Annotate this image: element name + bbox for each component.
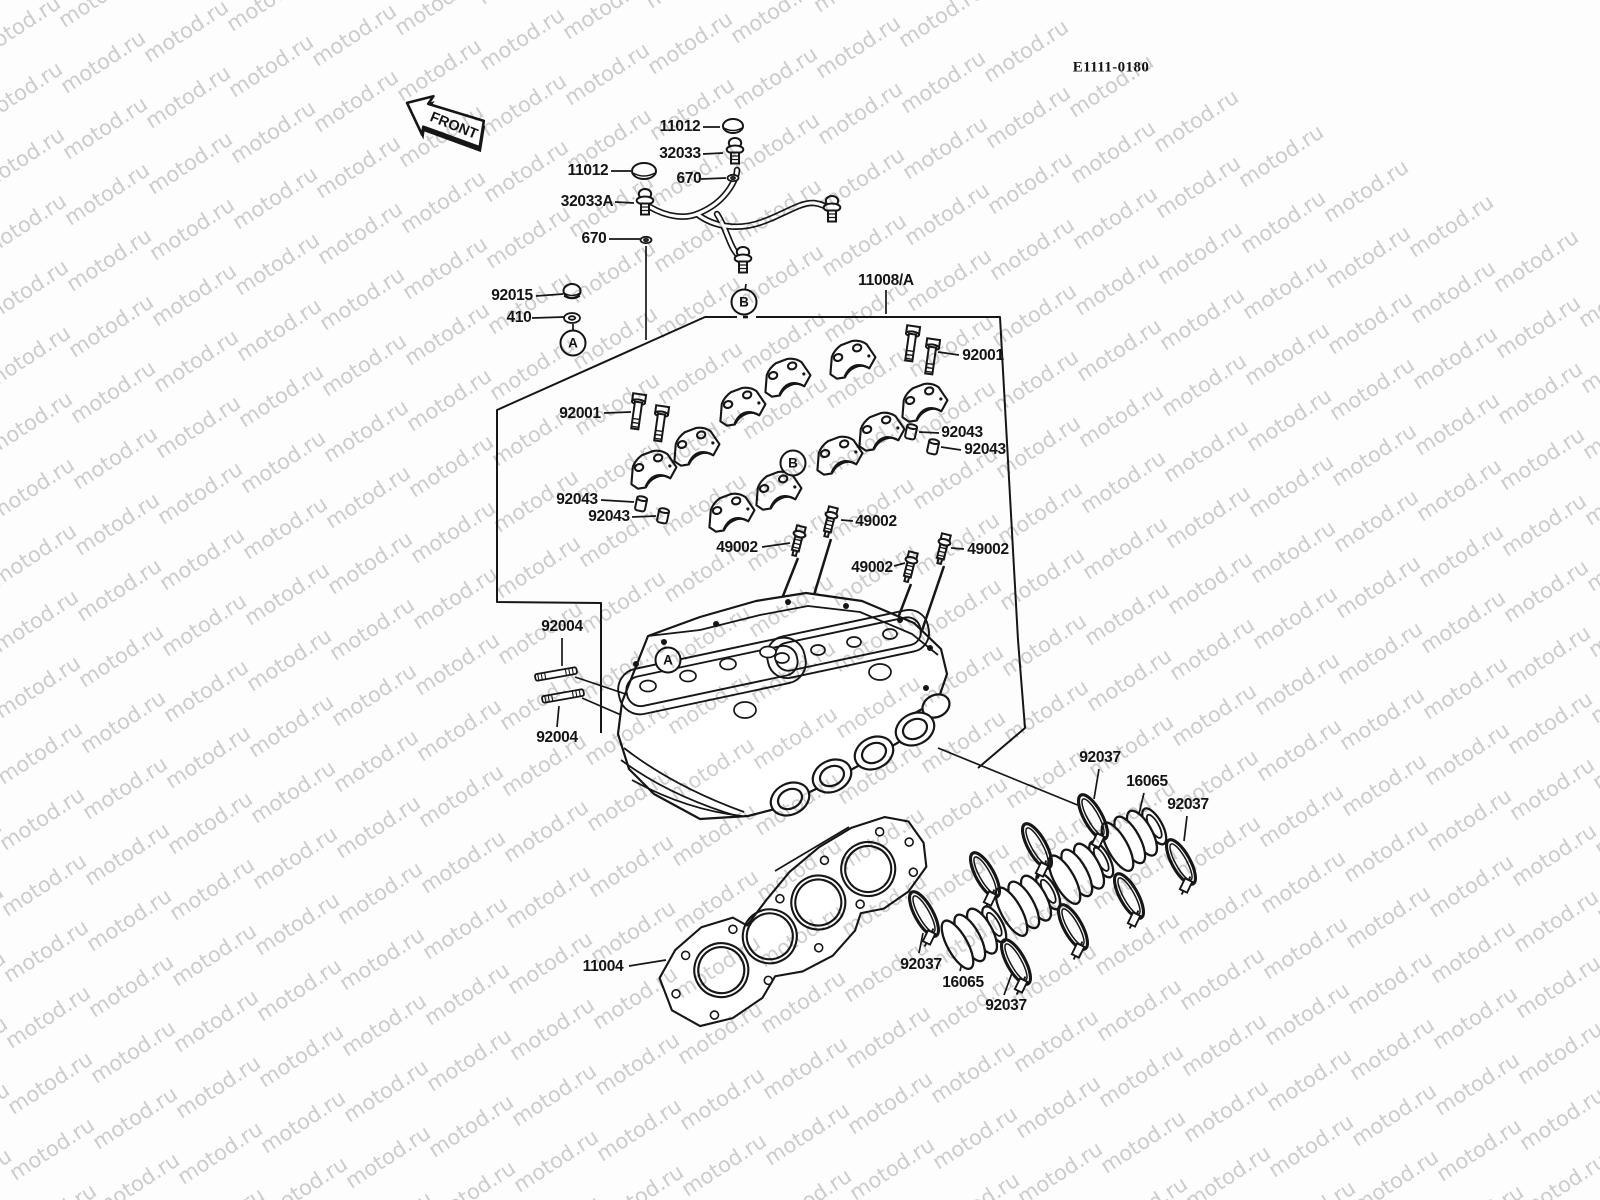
- part-label-49002: 49002: [851, 559, 893, 576]
- part-label-92043: 92043: [588, 508, 630, 525]
- part-label-670: 670: [676, 170, 702, 187]
- part-label-11004: 11004: [582, 958, 624, 975]
- cylinder-head: [616, 591, 951, 821]
- part-label-92037: 92037: [900, 956, 942, 973]
- part-label-92015: 92015: [491, 287, 533, 304]
- part-label-32033: 32033: [659, 145, 701, 162]
- part-label-92037: 92037: [985, 997, 1027, 1014]
- cap-nut-92015: [562, 283, 582, 300]
- callout-letter-B: B: [730, 288, 758, 316]
- washer-410: [563, 312, 581, 324]
- part-label-11012: 11012: [659, 118, 701, 135]
- callout-letter-A: A: [654, 646, 682, 674]
- part-label-92001: 92001: [559, 405, 601, 422]
- part-label-410: 410: [506, 309, 532, 326]
- part-label-49002: 49002: [967, 541, 1009, 558]
- callout-letter-B: B: [779, 449, 807, 477]
- part-label-92043: 92043: [556, 491, 598, 508]
- part-label-11012: 11012: [567, 162, 609, 179]
- callout-letter-A: A: [559, 329, 587, 357]
- part-label-32033A: 32033A: [560, 193, 614, 210]
- part-label-49002: 49002: [716, 539, 758, 556]
- intake-ports: [769, 693, 951, 817]
- assembly-outline-11008A: [496, 315, 1026, 769]
- part-label-92043: 92043: [964, 441, 1006, 458]
- part-label-92004: 92004: [541, 618, 583, 635]
- drawing-code: E1111-0180: [1072, 59, 1150, 76]
- front-arrow: FRONT: [405, 94, 486, 153]
- part-label-92037: 92037: [1079, 749, 1121, 766]
- part-label-16065: 16065: [942, 974, 984, 991]
- part-label-92037: 92037: [1167, 796, 1209, 813]
- washers-670: [639, 173, 740, 245]
- caps-11012: [631, 118, 744, 180]
- part-label-49002: 49002: [855, 513, 897, 530]
- part-label-670: 670: [581, 230, 607, 247]
- oil-pipe-assembly: [631, 118, 842, 274]
- part-label-92004: 92004: [536, 729, 578, 746]
- part-label-11008-A: 11008/A: [858, 272, 914, 289]
- cooling-fins: [620, 747, 745, 818]
- part-label-92043: 92043: [941, 424, 983, 441]
- head-gasket-11004: [658, 815, 928, 1028]
- part-label-16065: 16065: [1126, 773, 1168, 790]
- part-label-92001: 92001: [962, 347, 1004, 364]
